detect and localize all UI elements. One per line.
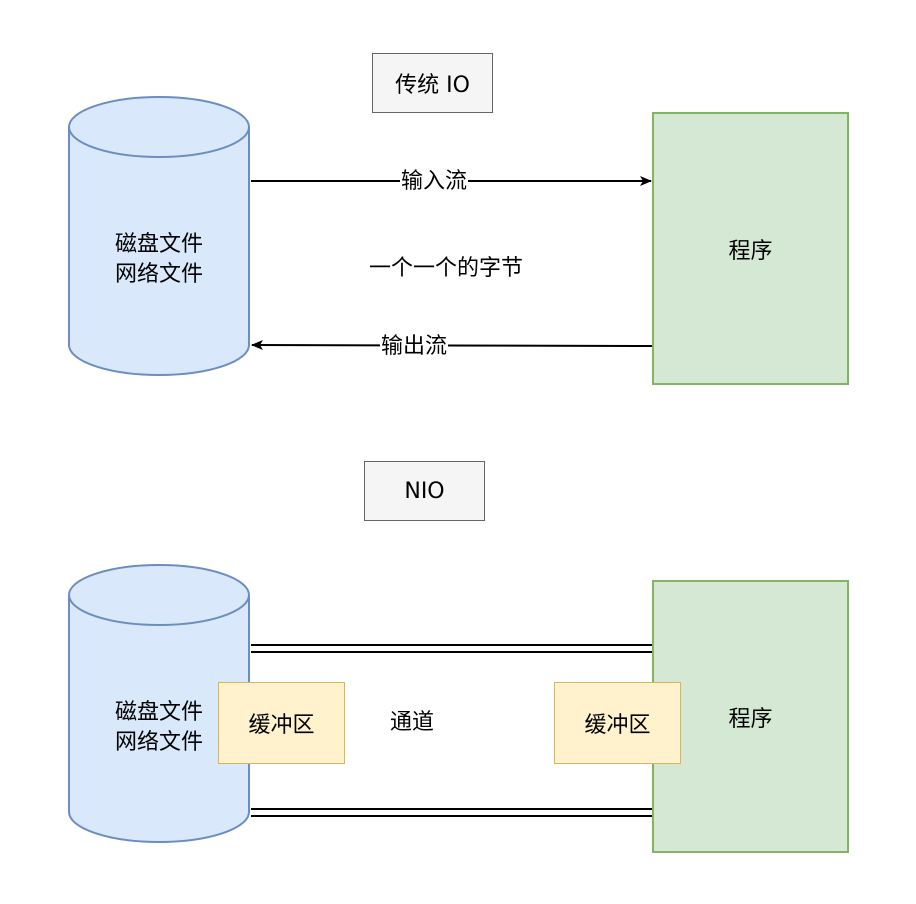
bytes-note: 一个一个的字节: [369, 256, 524, 281]
nio-disk-cylinder: [68, 564, 250, 843]
nio-title: NIO: [404, 478, 445, 504]
channel-label: 通道: [390, 710, 435, 735]
output-stream-label: 输出流: [380, 332, 449, 362]
io-program-label: 程序: [728, 238, 773, 264]
output-stream-arrow: [251, 340, 653, 351]
io-disk-cylinder: [68, 96, 250, 376]
io-disk-label-line1: 磁盘文件: [114, 232, 203, 257]
nio-buffer-left-label: 缓冲区: [248, 713, 315, 738]
nio-buffer-left: 缓冲区: [218, 682, 345, 764]
nio-program-label: 程序: [728, 706, 773, 732]
input-stream-label: 输入流: [400, 167, 469, 197]
channel-top-pipe: [251, 644, 652, 653]
io-program-box: 程序: [652, 112, 849, 385]
nio-buffer-right-label: 缓冲区: [584, 713, 651, 738]
io-title: 传统 IO: [395, 73, 470, 98]
nio-disk-label-line1: 磁盘文件: [114, 700, 203, 725]
io-disk-label-line2: 网络文件: [114, 262, 203, 287]
io-disk-label: 磁盘文件 网络文件: [69, 230, 249, 290]
nio-program-box: 程序: [652, 580, 849, 853]
nio-disk-label: 磁盘文件 网络文件: [69, 698, 249, 758]
io-title-box: 传统 IO: [372, 53, 493, 113]
channel-bottom-pipe: [251, 808, 652, 817]
nio-title-box: NIO: [364, 461, 485, 521]
nio-disk-label-line2: 网络文件: [114, 730, 203, 755]
nio-buffer-right: 缓冲区: [554, 682, 681, 764]
